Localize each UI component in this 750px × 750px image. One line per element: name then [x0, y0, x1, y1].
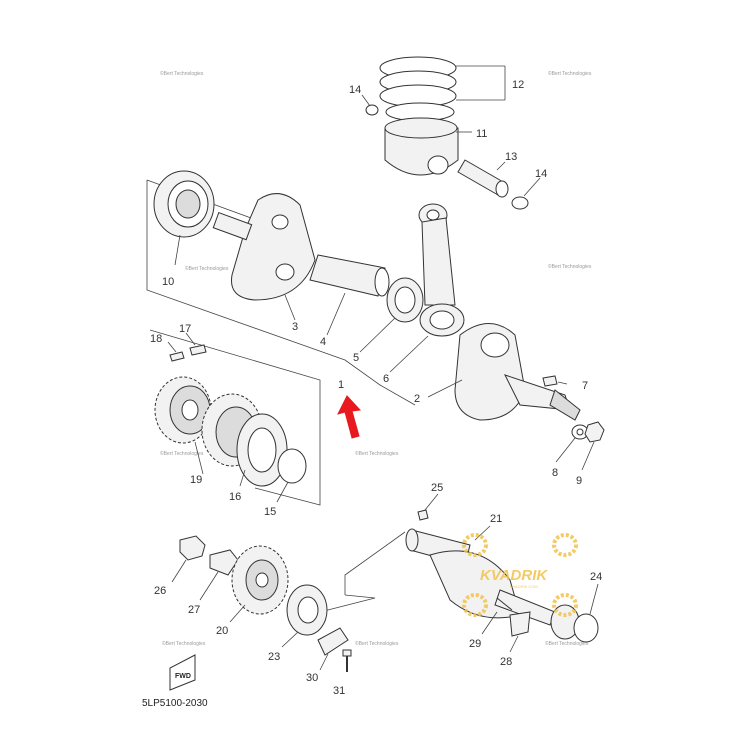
plate [236, 413, 288, 487]
watermark: ©Bert Technologies [548, 70, 592, 77]
gear-19 [154, 376, 212, 444]
bolt-31 [342, 649, 352, 672]
piston-pin [457, 159, 509, 198]
label-9: 9 [576, 475, 582, 487]
watermark: ©Bert Technologies [160, 450, 204, 457]
part-labels: 1 2 3 4 5 6 7 8 9 10 11 12 13 14 14 15 1… [150, 79, 602, 697]
piston-rings [379, 56, 457, 122]
label-5: 5 [353, 352, 359, 364]
watermark: ©Bert Technologies [548, 263, 592, 270]
needle-bearing [386, 277, 424, 323]
label-24: 24 [590, 571, 602, 583]
label-1: 1 [338, 379, 344, 391]
label-14a: 14 [349, 84, 361, 96]
crank-web-right [454, 323, 581, 421]
label-31: 31 [333, 685, 345, 697]
label-21: 21 [490, 513, 502, 525]
woodruff-key [542, 375, 558, 387]
label-14b: 14 [535, 168, 547, 180]
watermark: ©Bert Technologies [185, 265, 229, 272]
highlight-arrow-icon [337, 395, 362, 439]
label-10: 10 [162, 276, 174, 288]
key-25 [417, 509, 429, 521]
label-30: 30 [306, 672, 318, 684]
balancer-shaft [405, 528, 556, 626]
label-28: 28 [500, 656, 512, 668]
label-8: 8 [552, 467, 558, 479]
bolt-29 [496, 597, 513, 611]
bearing-23 [286, 584, 328, 636]
crank-web-left [212, 193, 316, 301]
crank-pin [309, 254, 390, 297]
piston [384, 117, 459, 176]
diagram-code: 5LP5100-2030 [142, 698, 208, 709]
label-29: 29 [469, 638, 481, 650]
plate-30 [317, 627, 349, 656]
label-7: 7 [582, 380, 588, 392]
kvadrik-logo: KVADRIK KVADRIK.COM [462, 533, 578, 617]
label-23: 23 [268, 651, 280, 663]
label-11: 11 [476, 128, 487, 140]
lock-washer-27 [209, 549, 239, 576]
key-18 [169, 351, 185, 362]
washer-hole [576, 428, 584, 436]
label-2: 2 [414, 393, 420, 405]
leader-lines [167, 65, 599, 671]
label-27: 27 [188, 604, 200, 616]
label-13: 13 [505, 151, 517, 163]
plate-28 [509, 611, 531, 637]
logo-text: KVADRIK [480, 567, 548, 584]
bearing-left [153, 170, 215, 238]
watermark: ©Bert Technologies [162, 640, 206, 647]
fwd-label: FWD [175, 673, 191, 680]
fwd-arrow-icon: FWD [169, 654, 196, 691]
gear-20 [231, 545, 289, 615]
connecting-rod [418, 203, 465, 337]
nut [584, 421, 605, 443]
pin-17 [189, 344, 207, 356]
bearing-24 [550, 604, 599, 643]
piston-pin-clip [511, 196, 529, 210]
label-6: 6 [383, 373, 389, 385]
watermark: ©Bert Technologies [355, 640, 399, 647]
label-12: 12 [512, 79, 524, 91]
logo-subtext: KVADRIK.COM [510, 584, 538, 589]
watermark: ©Bert Technologies [545, 640, 589, 647]
label-3: 3 [292, 321, 298, 333]
label-20: 20 [216, 625, 228, 637]
label-26: 26 [154, 585, 166, 597]
washer-15 [277, 448, 307, 484]
watermark: ©Bert Technologies [355, 450, 399, 457]
label-16: 16 [229, 491, 241, 503]
label-17: 17 [179, 323, 191, 335]
nut-26 [179, 535, 206, 561]
label-19: 19 [190, 474, 202, 486]
watermark: ©Bert Technologies [160, 70, 204, 77]
watermarks: ©Bert Technologies ©Bert Technologies ©B… [160, 70, 592, 647]
label-4: 4 [320, 336, 326, 348]
label-15: 15 [264, 506, 276, 518]
label-18: 18 [150, 333, 162, 345]
piston-pin-clip [365, 104, 379, 116]
label-25: 25 [431, 482, 443, 494]
